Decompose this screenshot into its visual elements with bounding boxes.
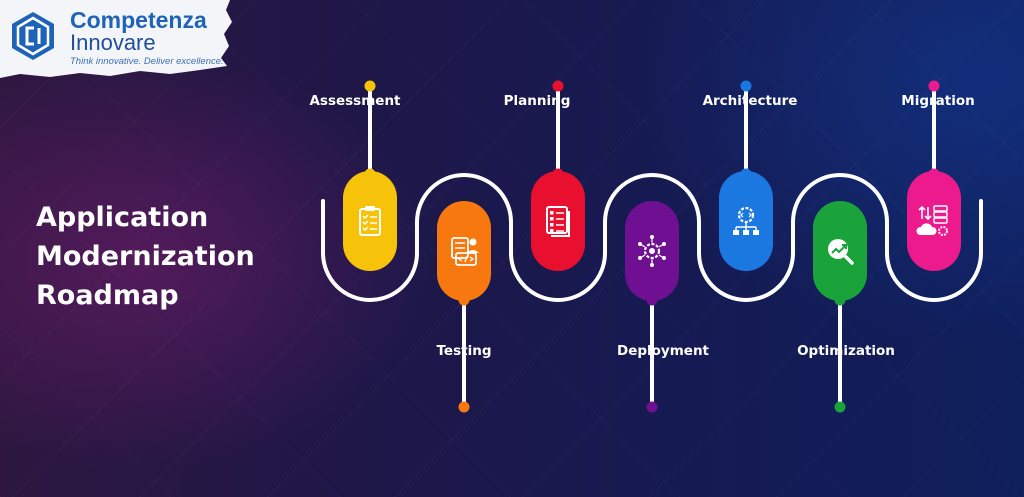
gear-network-icon [638, 235, 666, 267]
clipboard-checklist-icon [359, 206, 381, 236]
title-line-2: Modernization [36, 241, 255, 272]
step-label-deployment: Deployment [616, 343, 710, 359]
step-label-optimization: Optimization [797, 343, 895, 359]
brand-name-line1: Competenza [70, 7, 207, 33]
step-label-testing: Testing [436, 343, 492, 359]
roadmap-steps [343, 80, 961, 413]
step-architecture [719, 80, 773, 271]
step-label-migration: Migration [901, 93, 975, 109]
step-pill [531, 171, 585, 271]
step-junction-dot [458, 401, 470, 413]
step-migration [907, 80, 961, 271]
step-end-dot [740, 80, 752, 92]
title-line-1: Application [36, 202, 209, 233]
task-list-icon [546, 206, 570, 237]
step-planning [531, 80, 585, 271]
step-testing [437, 201, 491, 413]
step-label-architecture: Architecture [702, 93, 798, 109]
step-end-dot [928, 80, 940, 92]
step-pill [437, 201, 491, 301]
code-review-icon [451, 237, 479, 266]
step-end-dot [364, 80, 376, 92]
step-junction-dot [834, 401, 846, 413]
brand-logo-area: Competenza Innovare Think innovative. De… [0, 0, 232, 78]
title-line-3: Roadmap [36, 280, 179, 311]
brand-tagline: Think innovative. Deliver excellence. [70, 56, 224, 67]
step-junction-dot [646, 401, 658, 413]
brand-name-line2: Innovare [70, 30, 156, 55]
step-assessment [343, 80, 397, 271]
step-deployment [625, 201, 679, 413]
growth-search-icon [828, 239, 854, 265]
cloud-server-migration-icon [916, 205, 948, 236]
step-pill [343, 171, 397, 271]
step-label-assessment: Assessment [309, 93, 401, 109]
code-gear-hierarchy-icon [733, 206, 759, 235]
hexagon-logo-icon [12, 12, 54, 60]
step-end-dot [552, 80, 564, 92]
roadmap-path [321, 173, 983, 302]
step-label-planning: Planning [503, 93, 571, 109]
step-optimization [813, 201, 867, 413]
